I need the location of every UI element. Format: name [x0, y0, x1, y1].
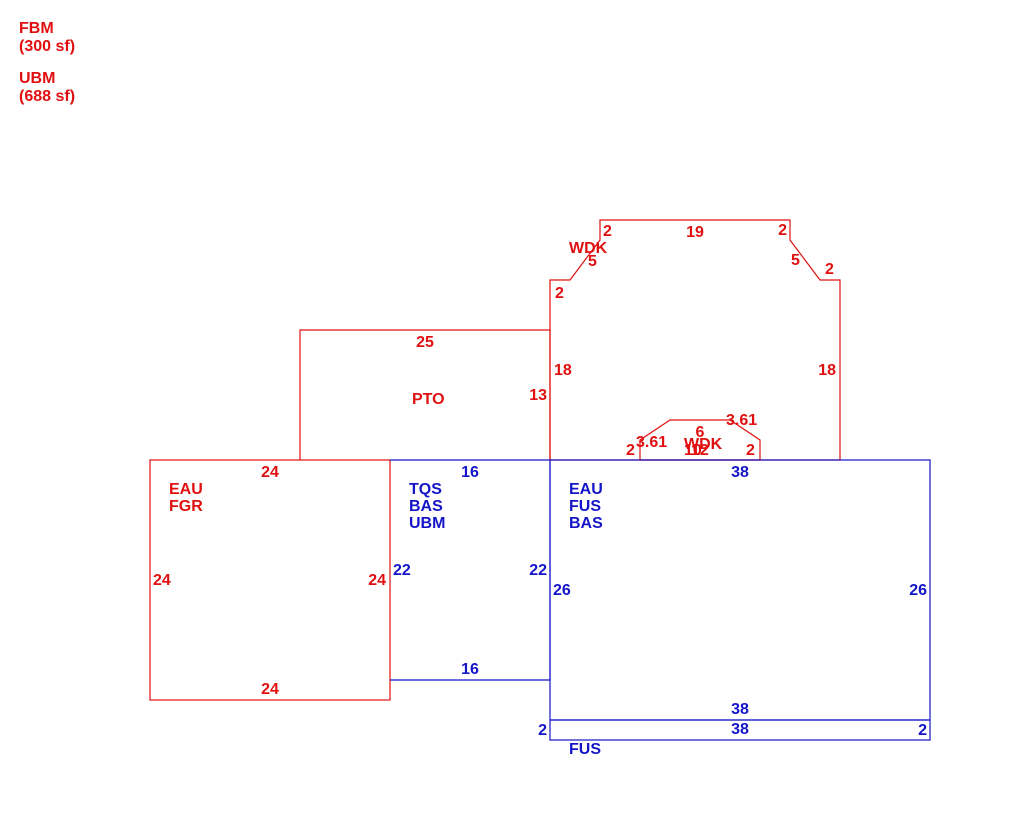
dim-wdk-tl-h: 2 — [555, 285, 564, 302]
dim-wdk-tr-diag: 5 — [791, 252, 800, 269]
dim-wdk2-base-a: 10 — [684, 442, 702, 459]
dim-pto-top: 25 — [416, 334, 434, 351]
dim-tqs-top: 16 — [461, 464, 479, 481]
dim-tqs-bottom: 16 — [461, 661, 479, 678]
dim-fus-bottom: 38 — [731, 721, 749, 738]
outlines — [149, 219, 931, 741]
dim-fus-right: 2 — [918, 722, 927, 739]
fus-strip-outline — [549, 719, 931, 741]
label-ubm: UBM — [409, 515, 445, 532]
dim-tqs-right: 22 — [529, 562, 547, 579]
dim-wdk2-left-diag: 3.61 — [636, 434, 667, 451]
eau-fus-bas-outline — [549, 459, 931, 721]
eau-fgr-outline — [149, 459, 391, 701]
dimension-labels: 24 24 24 24 25 13 16 22 22 16 38 26 26 3… — [153, 222, 927, 739]
dim-pto-right: 13 — [529, 387, 547, 404]
area-labels: EAU FGR PTO TQS BAS UBM EAU FUS BAS FUS … — [169, 240, 723, 758]
dim-wdk-tr-h: 2 — [825, 261, 834, 278]
label-eau-main: EAU — [569, 481, 603, 498]
dim-fus-left: 2 — [538, 722, 547, 739]
dim-main-left: 26 — [553, 582, 571, 599]
legend-fbm-code: FBM — [19, 20, 54, 37]
dim-wdk-right: 18 — [818, 362, 836, 379]
dim-wdk-tr-v: 2 — [778, 222, 787, 239]
label-pto: PTO — [412, 391, 445, 408]
label-tqs: TQS — [409, 481, 442, 498]
dim-main-top: 38 — [731, 464, 749, 481]
legend-fbm-area: (300 sf) — [19, 38, 75, 55]
pto-outline — [299, 329, 551, 460]
dim-fgr-left: 24 — [153, 572, 171, 589]
dim-wdk-tl-diag: 5 — [588, 253, 597, 270]
label-eau-garage: EAU — [169, 481, 203, 498]
dim-wdk2-base-b: 12 — [691, 442, 709, 459]
dim-fgr-top: 24 — [261, 464, 279, 481]
dim-wdk-left: 18 — [554, 362, 572, 379]
wdk-upper-outline — [549, 219, 841, 461]
area-legend: FBM (300 sf) UBM (688 sf) — [19, 20, 75, 105]
label-bas-main: BAS — [569, 515, 603, 532]
label-fus-main: FUS — [569, 498, 601, 515]
dim-main-bottom: 38 — [731, 701, 749, 718]
dim-wdk2-top: 6 — [696, 424, 705, 441]
dim-wdk-tl-v: 2 — [603, 223, 612, 240]
label-wdk-upper: WDK — [569, 240, 608, 257]
label-fgr: FGR — [169, 498, 203, 515]
dim-main-right: 26 — [909, 582, 927, 599]
dim-tqs-left: 22 — [393, 562, 411, 579]
dim-wdk2-left: 2 — [626, 442, 635, 459]
label-wdk-lower: WDK — [684, 436, 723, 453]
label-bas-upper: BAS — [409, 498, 443, 515]
dim-fgr-bottom: 24 — [261, 681, 279, 698]
dim-wdk2-right: 2 — [746, 442, 755, 459]
dim-fgr-right: 24 — [368, 572, 386, 589]
legend-ubm-code: UBM — [19, 70, 55, 87]
dim-wdk2-right-diag: 3.61 — [726, 412, 757, 429]
legend-ubm-area: (688 sf) — [19, 88, 75, 105]
dim-wdk-top: 19 — [686, 224, 704, 241]
label-fus-strip: FUS — [569, 741, 601, 758]
